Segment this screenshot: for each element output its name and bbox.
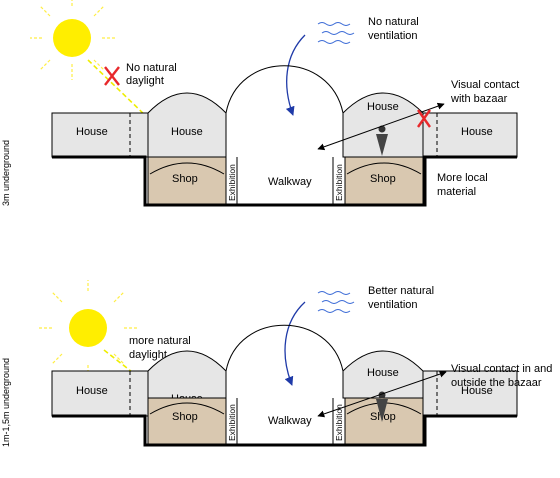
exhibition-right-label-bottom: Exhibition [334,404,344,441]
ventilation-arrow-bottom [284,301,306,386]
house-left-label: House [76,126,108,138]
visual-label-bottom-line2: outside the bazaar [451,377,542,389]
house-inner-right-label: House [367,101,399,113]
wind-icon [317,22,355,44]
daylight-label-bottom-line1: more natural [129,335,191,347]
walkway-label-top: Walkway [268,176,312,188]
ventilation-label-bottom-line2: ventilation [368,299,418,311]
side-label-bottom: 1m-1,5m underground [1,358,11,447]
visual-label-line2: with bazaar [450,93,508,105]
sun-icon [30,0,116,80]
ventilation-label-bottom-line1: Better natural [368,285,434,297]
shop-left-arch [149,162,225,175]
central-dome [225,65,344,114]
house-left-block-bottom [51,370,149,417]
material-label-line2: material [437,186,476,198]
exhibition-left-label: Exhibition [227,164,237,201]
house-right-label: House [461,126,493,138]
cross-mark-icon-visual [417,109,431,128]
ground-outline-top [52,155,517,207]
walkway-label-bottom: Walkway [268,415,312,427]
shop-left-block-bottom [147,397,227,445]
shop-left-label: Shop [172,173,198,185]
house-left-label-bottom: House [76,385,108,397]
sun-icon [38,280,138,378]
exhibition-left-label-bottom: Exhibition [227,404,237,441]
section-bottom: 1m-1,5m underground more natural dayligh… [1,280,552,447]
house-left-block [51,112,149,158]
ventilation-arrow [285,34,306,116]
ventilation-label-line2: ventilation [368,30,418,42]
shop-right-arch [346,162,422,175]
house-inner-left-label: House [171,126,203,138]
material-label-line1: More local [437,172,488,184]
side-label-top: 3m underground [1,140,11,206]
daylight-label-line1: No natural [126,62,177,74]
shop-left-arch-bottom [149,402,225,415]
house-inner-left-block [147,92,227,158]
wind-icon [317,291,355,313]
central-dome-bottom [225,324,344,372]
visual-label-line1: Visual contact [451,79,519,91]
sightline-top [317,102,445,151]
shop-left-label-bottom: Shop [172,411,198,423]
shop-left-block [147,156,227,205]
sightline-bottom [317,370,447,418]
cross-mark-icon [104,66,120,86]
ventilation-label-line1: No natural [368,16,419,28]
daylight-label-line2: daylight [126,75,164,87]
shop-right-block [344,156,424,205]
exhibition-right-label: Exhibition [334,164,344,201]
visual-label-bottom-line1: Visual contact in and [451,363,552,375]
house-inner-right-label-bottom: House [367,367,399,379]
house-right-label-bottom: House [461,385,493,397]
section-top: 3m underground No natural daylight [1,0,519,207]
daylight-label-bottom-line2: daylight [129,349,167,361]
shop-right-label: Shop [370,173,396,185]
